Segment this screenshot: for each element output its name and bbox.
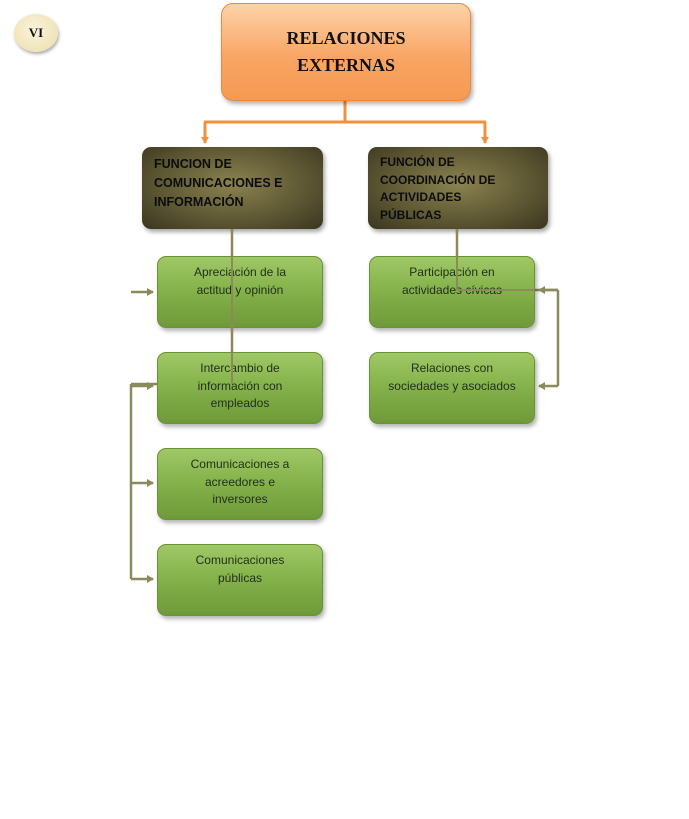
item-node-acreedores-inversores: Comunicaciones a acreedores e inversores — [157, 448, 323, 520]
item-node-comunicaciones-publicas: Comunicaciones públicas — [157, 544, 323, 616]
item-node-apreciacion: Apreciación de la actitud y opinión — [157, 256, 323, 328]
function-node-comunicaciones: FUNCION DE COMUNICACIONES E INFORMACIÓN — [142, 147, 323, 229]
item-node-participacion-civica: Participación en actividades cívicas — [369, 256, 535, 328]
item-node-relaciones-sociedades: Relaciones con sociedades y asociados — [369, 352, 535, 424]
item-node-intercambio-empleados: Intercambio de información con empleados — [157, 352, 323, 424]
section-badge: VI — [14, 14, 58, 52]
function-node-coordinacion: FUNCIÓN DE COORDINACIÓN DE ACTIVIDADES P… — [368, 147, 548, 229]
root-node-relaciones-externas: RELACIONES EXTERNAS — [221, 3, 471, 101]
root-connector — [201, 99, 489, 144]
